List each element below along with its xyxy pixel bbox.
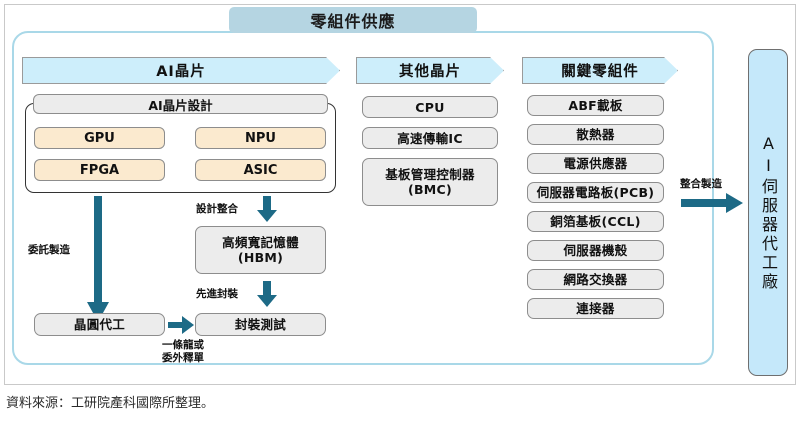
hbm-line1: 高頻寬記憶體 — [222, 235, 299, 250]
ai-chip-design-strip: AI晶片設計 — [33, 94, 328, 114]
chip-box-npu: NPU — [195, 127, 326, 149]
chip-box-fpga: FPGA — [34, 159, 165, 181]
item-box-ccl: 銅箔基板(CCL) — [527, 211, 664, 232]
hbm-line2: (HBM) — [237, 250, 284, 265]
flow-box-hbm: 高頻寬記憶體 (HBM) — [195, 226, 326, 274]
arrow-integrated-manufacturing — [681, 193, 743, 213]
arrow-label-integrated-manufacturing: 整合製造 — [680, 178, 722, 190]
arrow-label-outsourced-manufacturing: 委託製造 — [28, 244, 70, 256]
item-box-bmc: 基板管理控制器 (BMC) — [362, 158, 498, 206]
flow-box-wafer-foundry: 晶圓代工 — [34, 313, 165, 336]
item-box-heat-sink: 散熱器 — [527, 124, 664, 145]
item-box-power-supply: 電源供應器 — [527, 153, 664, 174]
arrow-label-design-integration: 設計整合 — [196, 203, 238, 215]
source-note: 資料來源：工研院產科國際所整理。 — [6, 396, 215, 411]
item-box-high-speed-transmission-ic: 高速傳輸IC — [362, 127, 498, 149]
turnkey-line1: 一條龍或 — [162, 339, 204, 351]
item-box-server-chassis: 伺服器機殼 — [527, 240, 664, 261]
item-box-abf-substrate: ABF載板 — [527, 95, 664, 116]
column-header-ai-chip: AI晶片 — [22, 57, 340, 84]
chip-box-gpu: GPU — [34, 127, 165, 149]
arrow-outsourced-manufacturing — [87, 196, 109, 322]
turnkey-line2: 委外釋單 — [162, 352, 204, 365]
column-header-key-components: 關鍵零組件 — [522, 57, 678, 84]
chip-box-asic: ASIC — [195, 159, 326, 181]
bmc-line1: 基板管理控制器 — [385, 167, 475, 182]
item-box-network-switch: 網路交換器 — [527, 269, 664, 290]
item-box-connector: 連接器 — [527, 298, 664, 319]
flow-box-packaging-test: 封裝測試 — [195, 313, 326, 336]
arrow-turnkey-or-outsource — [168, 316, 194, 334]
arrow-design-integration — [257, 196, 277, 222]
column-header-other-chip: 其他晶片 — [356, 57, 504, 84]
arrow-label-turnkey-or-outsource: 一條龍或 委外釋單 — [140, 339, 226, 365]
ai-server-odm-box: AI伺服器代工廠 — [748, 49, 788, 376]
arrow-label-advanced-packaging: 先進封裝 — [196, 288, 238, 300]
item-box-server-pcb: 伺服器電路板(PCB) — [527, 182, 664, 203]
banner-title: 零組件供應 — [229, 7, 477, 33]
arrow-advanced-packaging — [257, 281, 277, 307]
bmc-line2: (BMC) — [407, 182, 453, 197]
ai-server-odm-label: AI伺服器代工廠 — [759, 133, 778, 292]
item-box-cpu: CPU — [362, 96, 498, 118]
